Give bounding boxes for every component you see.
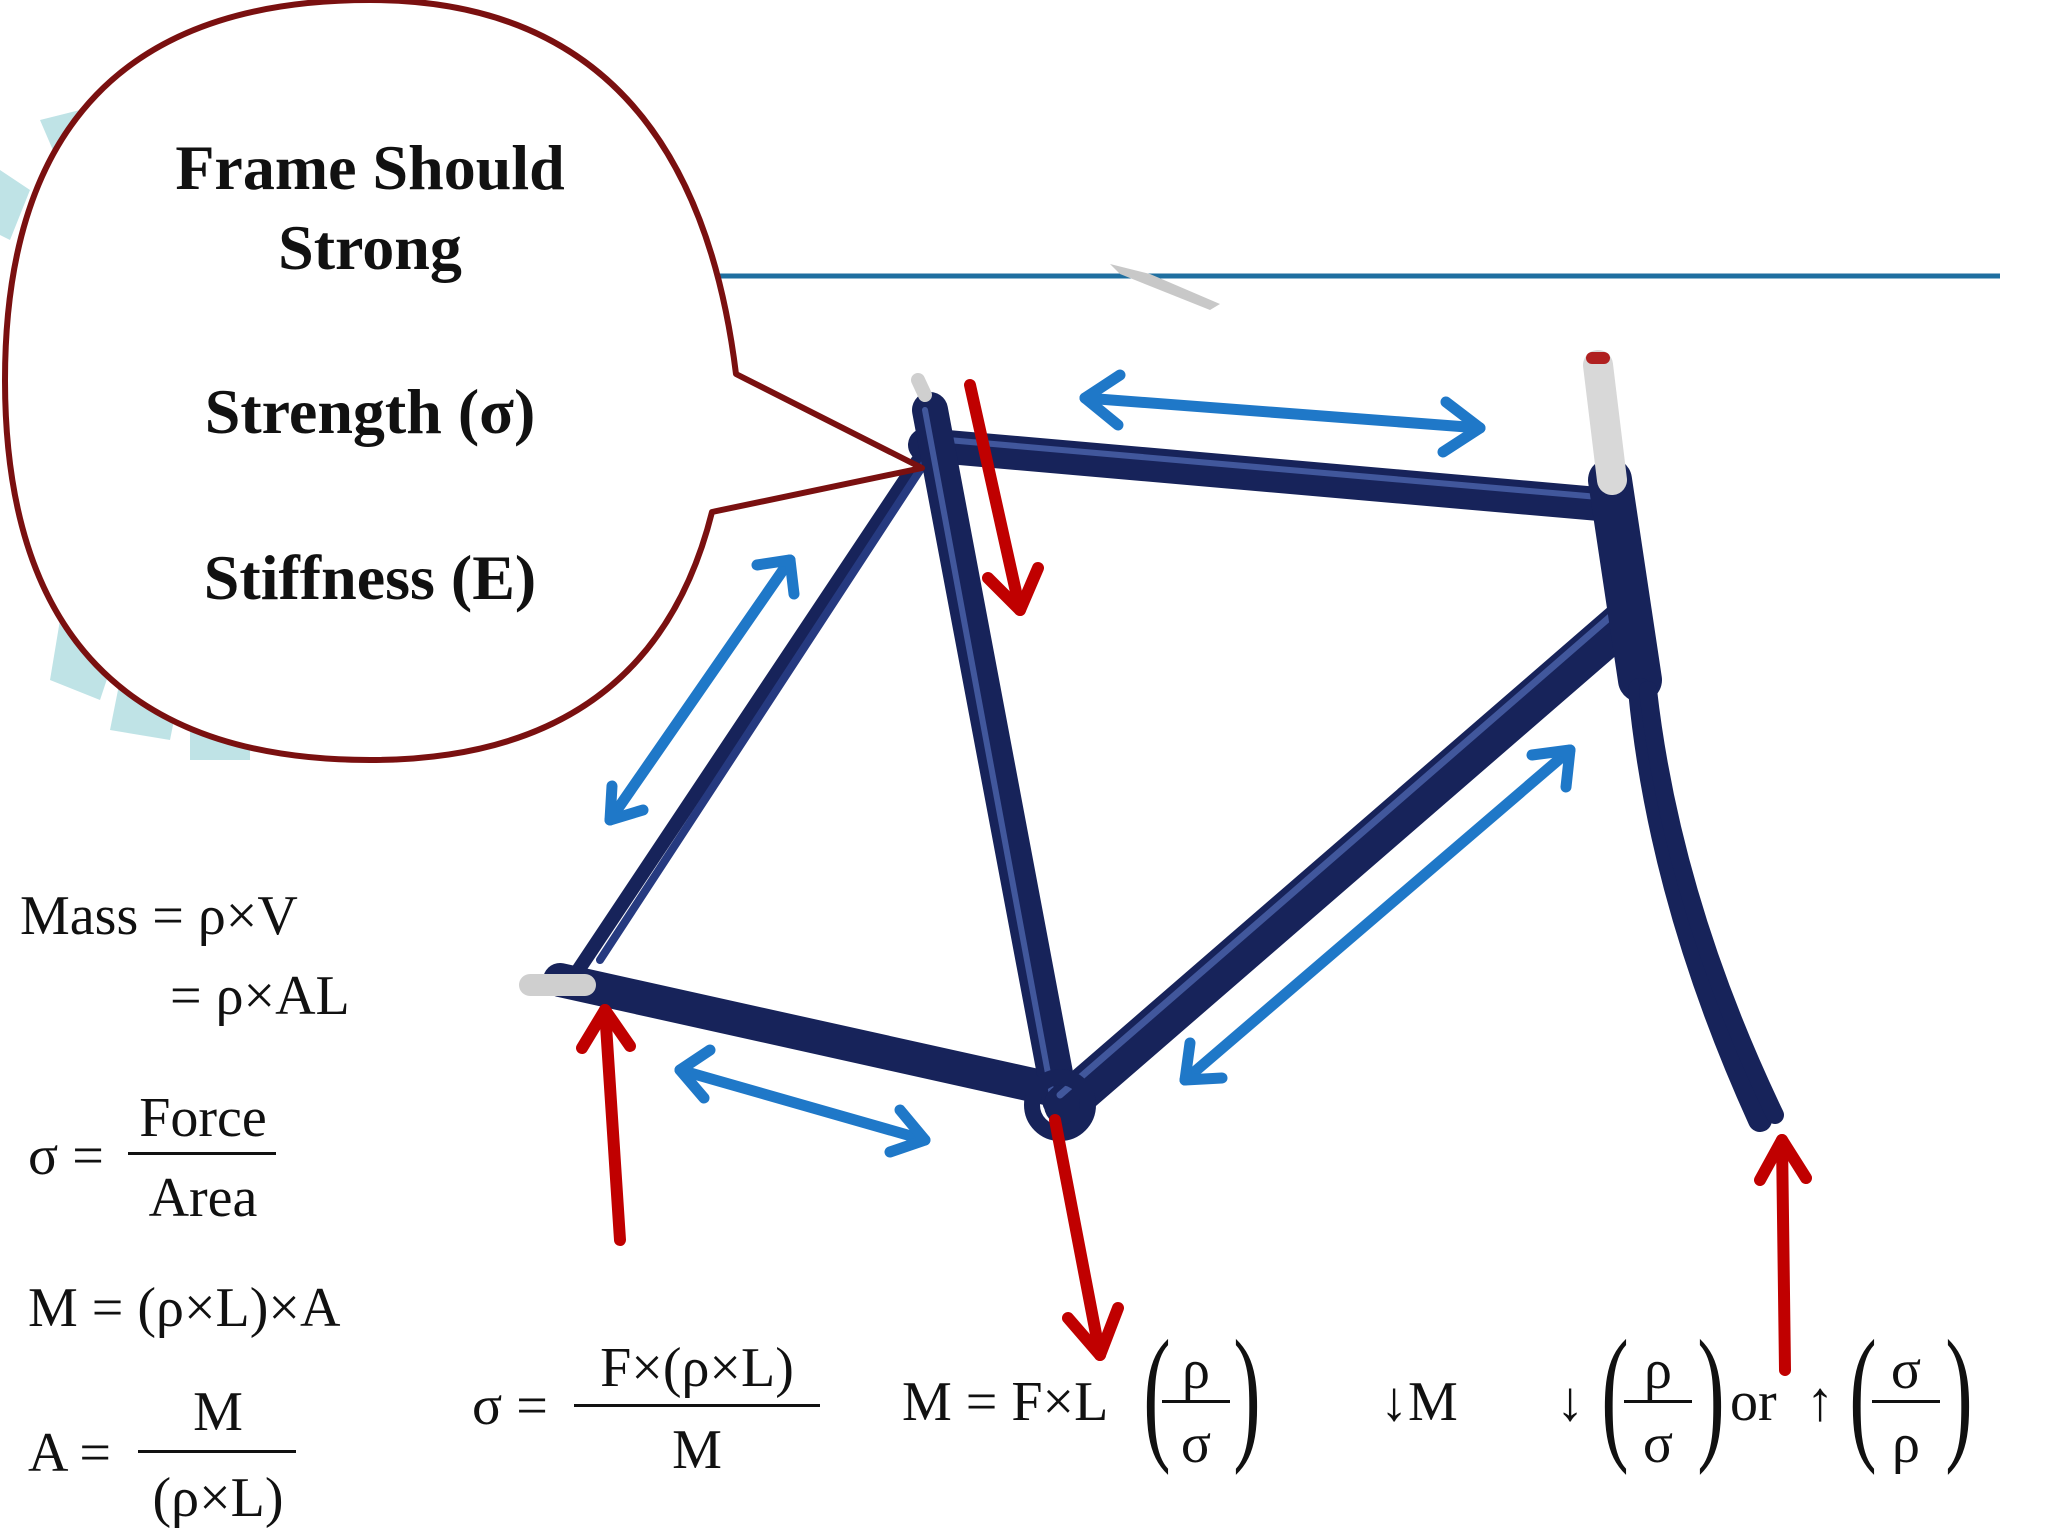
sigma2-denominator: M <box>672 1419 722 1481</box>
callout-title-line1: Frame Should <box>175 132 565 203</box>
sigma-fraction-bar <box>128 1152 276 1155</box>
mass-equation-line1: Mass = ρ×V <box>20 885 298 947</box>
blue-arrows <box>604 369 1576 1158</box>
red-arrows <box>576 379 1812 1376</box>
m2-denominator: σ <box>1180 1413 1212 1475</box>
r2-denominator: ρ <box>1892 1413 1920 1475</box>
callout-stiffness: Stiffness (E) <box>203 542 537 613</box>
down-tube <box>1044 599 1646 1126</box>
a-numerator: M <box>193 1381 243 1443</box>
sigma-denominator: Area <box>148 1167 258 1229</box>
chain-stay <box>543 963 1072 1107</box>
r1-fraction-bar <box>1624 1400 1692 1403</box>
sigma2-fraction-bar <box>574 1404 820 1407</box>
sigma-lhs: σ = <box>28 1125 104 1187</box>
m2-fraction-bar <box>1162 1400 1230 1403</box>
a-denominator: (ρ×L) <box>152 1467 284 1529</box>
seat-tube <box>912 392 1078 1118</box>
seat-stay <box>568 443 932 982</box>
red-arrow-seat-load <box>964 379 1044 616</box>
sigma2-numerator: F×(ρ×L) <box>600 1337 794 1399</box>
m2-numerator: ρ <box>1182 1339 1210 1401</box>
m2-lhs: M = F×L <box>902 1371 1109 1433</box>
bike-frame <box>519 350 1784 1141</box>
up-arrow: ↑ <box>1806 1371 1834 1433</box>
r1-numerator: ρ <box>1644 1339 1672 1401</box>
a-fraction-bar <box>138 1450 296 1453</box>
head-tube <box>1588 458 1662 702</box>
m-equation: M = (ρ×L)×A <box>28 1277 341 1339</box>
blue-arrow-top-tube <box>1079 369 1486 458</box>
r2-fraction-bar <box>1872 1400 1940 1403</box>
down-m: ↓M <box>1380 1371 1458 1433</box>
blue-arrow-chain-stay <box>674 1044 931 1158</box>
or-label: or <box>1730 1371 1777 1433</box>
callout-strength: Strength (σ) <box>204 376 536 447</box>
r2-right-paren: ) <box>1945 1310 1973 1476</box>
r1-left-paren: ( <box>1601 1310 1629 1476</box>
callout-title-line2: Strong <box>278 212 462 283</box>
top-tube <box>908 428 1627 522</box>
m2-left-paren: ( <box>1143 1310 1171 1476</box>
m2-right-paren: ) <box>1233 1310 1261 1476</box>
down-arrow: ↓ <box>1556 1371 1584 1433</box>
r1-right-paren: ) <box>1697 1310 1725 1476</box>
r1-denominator: σ <box>1642 1413 1674 1475</box>
sigma2-lhs: σ = <box>472 1375 548 1437</box>
steerer <box>1583 350 1627 495</box>
sigma-numerator: Force <box>139 1087 267 1149</box>
gray-accent <box>1110 264 1220 310</box>
callout-bubble <box>2 0 925 763</box>
red-arrow-rear-axle <box>576 1004 636 1246</box>
blue-arrow-seat-stay <box>604 554 800 826</box>
red-arrow-bottom-bracket <box>1049 1114 1124 1361</box>
red-arrow-front-axle <box>1754 1134 1812 1376</box>
a-lhs: A = <box>28 1422 111 1484</box>
r2-numerator: σ <box>1890 1339 1922 1401</box>
r2-left-paren: ( <box>1849 1310 1877 1476</box>
mass-equation-line2: = ρ×AL <box>170 965 350 1027</box>
blue-arrow-down-tube <box>1179 744 1576 1086</box>
